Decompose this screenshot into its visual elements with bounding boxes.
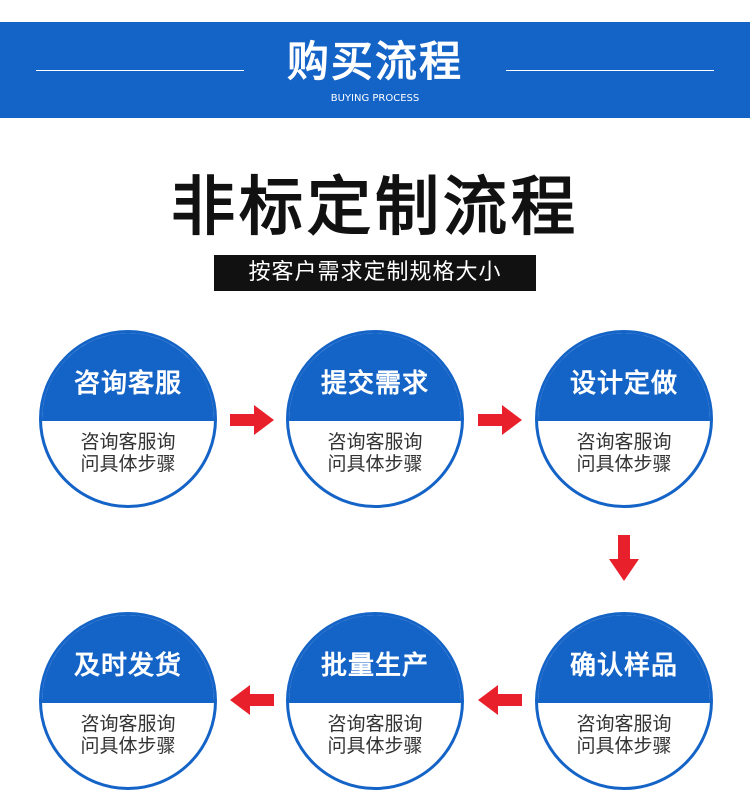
step-header xyxy=(42,615,214,703)
header-divider-left xyxy=(36,70,244,71)
step-title: 咨询客服 xyxy=(73,369,182,399)
header-title: 购买流程 xyxy=(286,37,463,86)
step-description: 咨询客服询 问具体步骤 xyxy=(42,713,214,757)
step-description: 咨询客服询 问具体步骤 xyxy=(289,713,461,757)
step-desc-line: 问具体步骤 xyxy=(80,453,176,475)
step-submit: 提交需求 咨询客服询 问具体步骤 xyxy=(286,330,464,508)
step-mass-production: 批量生产 咨询客服询 问具体步骤 xyxy=(286,612,464,790)
step-header xyxy=(289,615,461,703)
header-divider-right xyxy=(506,70,714,71)
step-desc-line: 问具体步骤 xyxy=(327,735,423,757)
arrow-left-icon xyxy=(230,685,274,715)
step-description: 咨询客服询 问具体步骤 xyxy=(538,713,710,757)
main-title: 非标定制流程 xyxy=(171,171,579,245)
step-title: 及时发货 xyxy=(73,651,182,681)
step-title: 批量生产 xyxy=(320,651,429,681)
arrow-left-icon xyxy=(478,685,522,715)
step-shipping: 及时发货 咨询客服询 问具体步骤 xyxy=(39,612,217,790)
step-design: 设计定做 咨询客服询 问具体步骤 xyxy=(535,330,713,508)
header-banner: 购买流程 BUYING PROCESS xyxy=(0,22,750,118)
step-desc-line: 问具体步骤 xyxy=(80,735,176,757)
step-header xyxy=(538,333,710,421)
arrow-down-icon xyxy=(609,535,639,581)
step-desc-line: 咨询客服询 xyxy=(327,431,423,453)
step-desc-line: 问具体步骤 xyxy=(327,453,423,475)
step-description: 咨询客服询 问具体步骤 xyxy=(289,431,461,475)
arrow-right-icon xyxy=(478,405,522,435)
main-subtitle: 按客户需求定制规格大小 xyxy=(214,255,536,291)
step-title: 设计定做 xyxy=(569,369,678,399)
step-consult: 咨询客服 咨询客服询 问具体步骤 xyxy=(39,330,217,508)
step-confirm-sample: 确认样品 咨询客服询 问具体步骤 xyxy=(535,612,713,790)
step-desc-line: 咨询客服询 xyxy=(327,713,423,735)
step-desc-line: 咨询客服询 xyxy=(576,713,672,735)
arrow-right-icon xyxy=(230,405,274,435)
step-description: 咨询客服询 问具体步骤 xyxy=(538,431,710,475)
step-desc-line: 问具体步骤 xyxy=(576,735,672,757)
step-desc-line: 咨询客服询 xyxy=(576,431,672,453)
step-header xyxy=(42,333,214,421)
header-subtitle: BUYING PROCESS xyxy=(330,93,420,104)
step-desc-line: 咨询客服询 xyxy=(80,431,176,453)
step-title: 确认样品 xyxy=(569,651,678,681)
step-header xyxy=(538,615,710,703)
step-title: 提交需求 xyxy=(320,369,429,399)
step-header xyxy=(289,333,461,421)
step-description: 咨询客服询 问具体步骤 xyxy=(42,431,214,475)
step-desc-line: 咨询客服询 xyxy=(80,713,176,735)
step-desc-line: 问具体步骤 xyxy=(576,453,672,475)
